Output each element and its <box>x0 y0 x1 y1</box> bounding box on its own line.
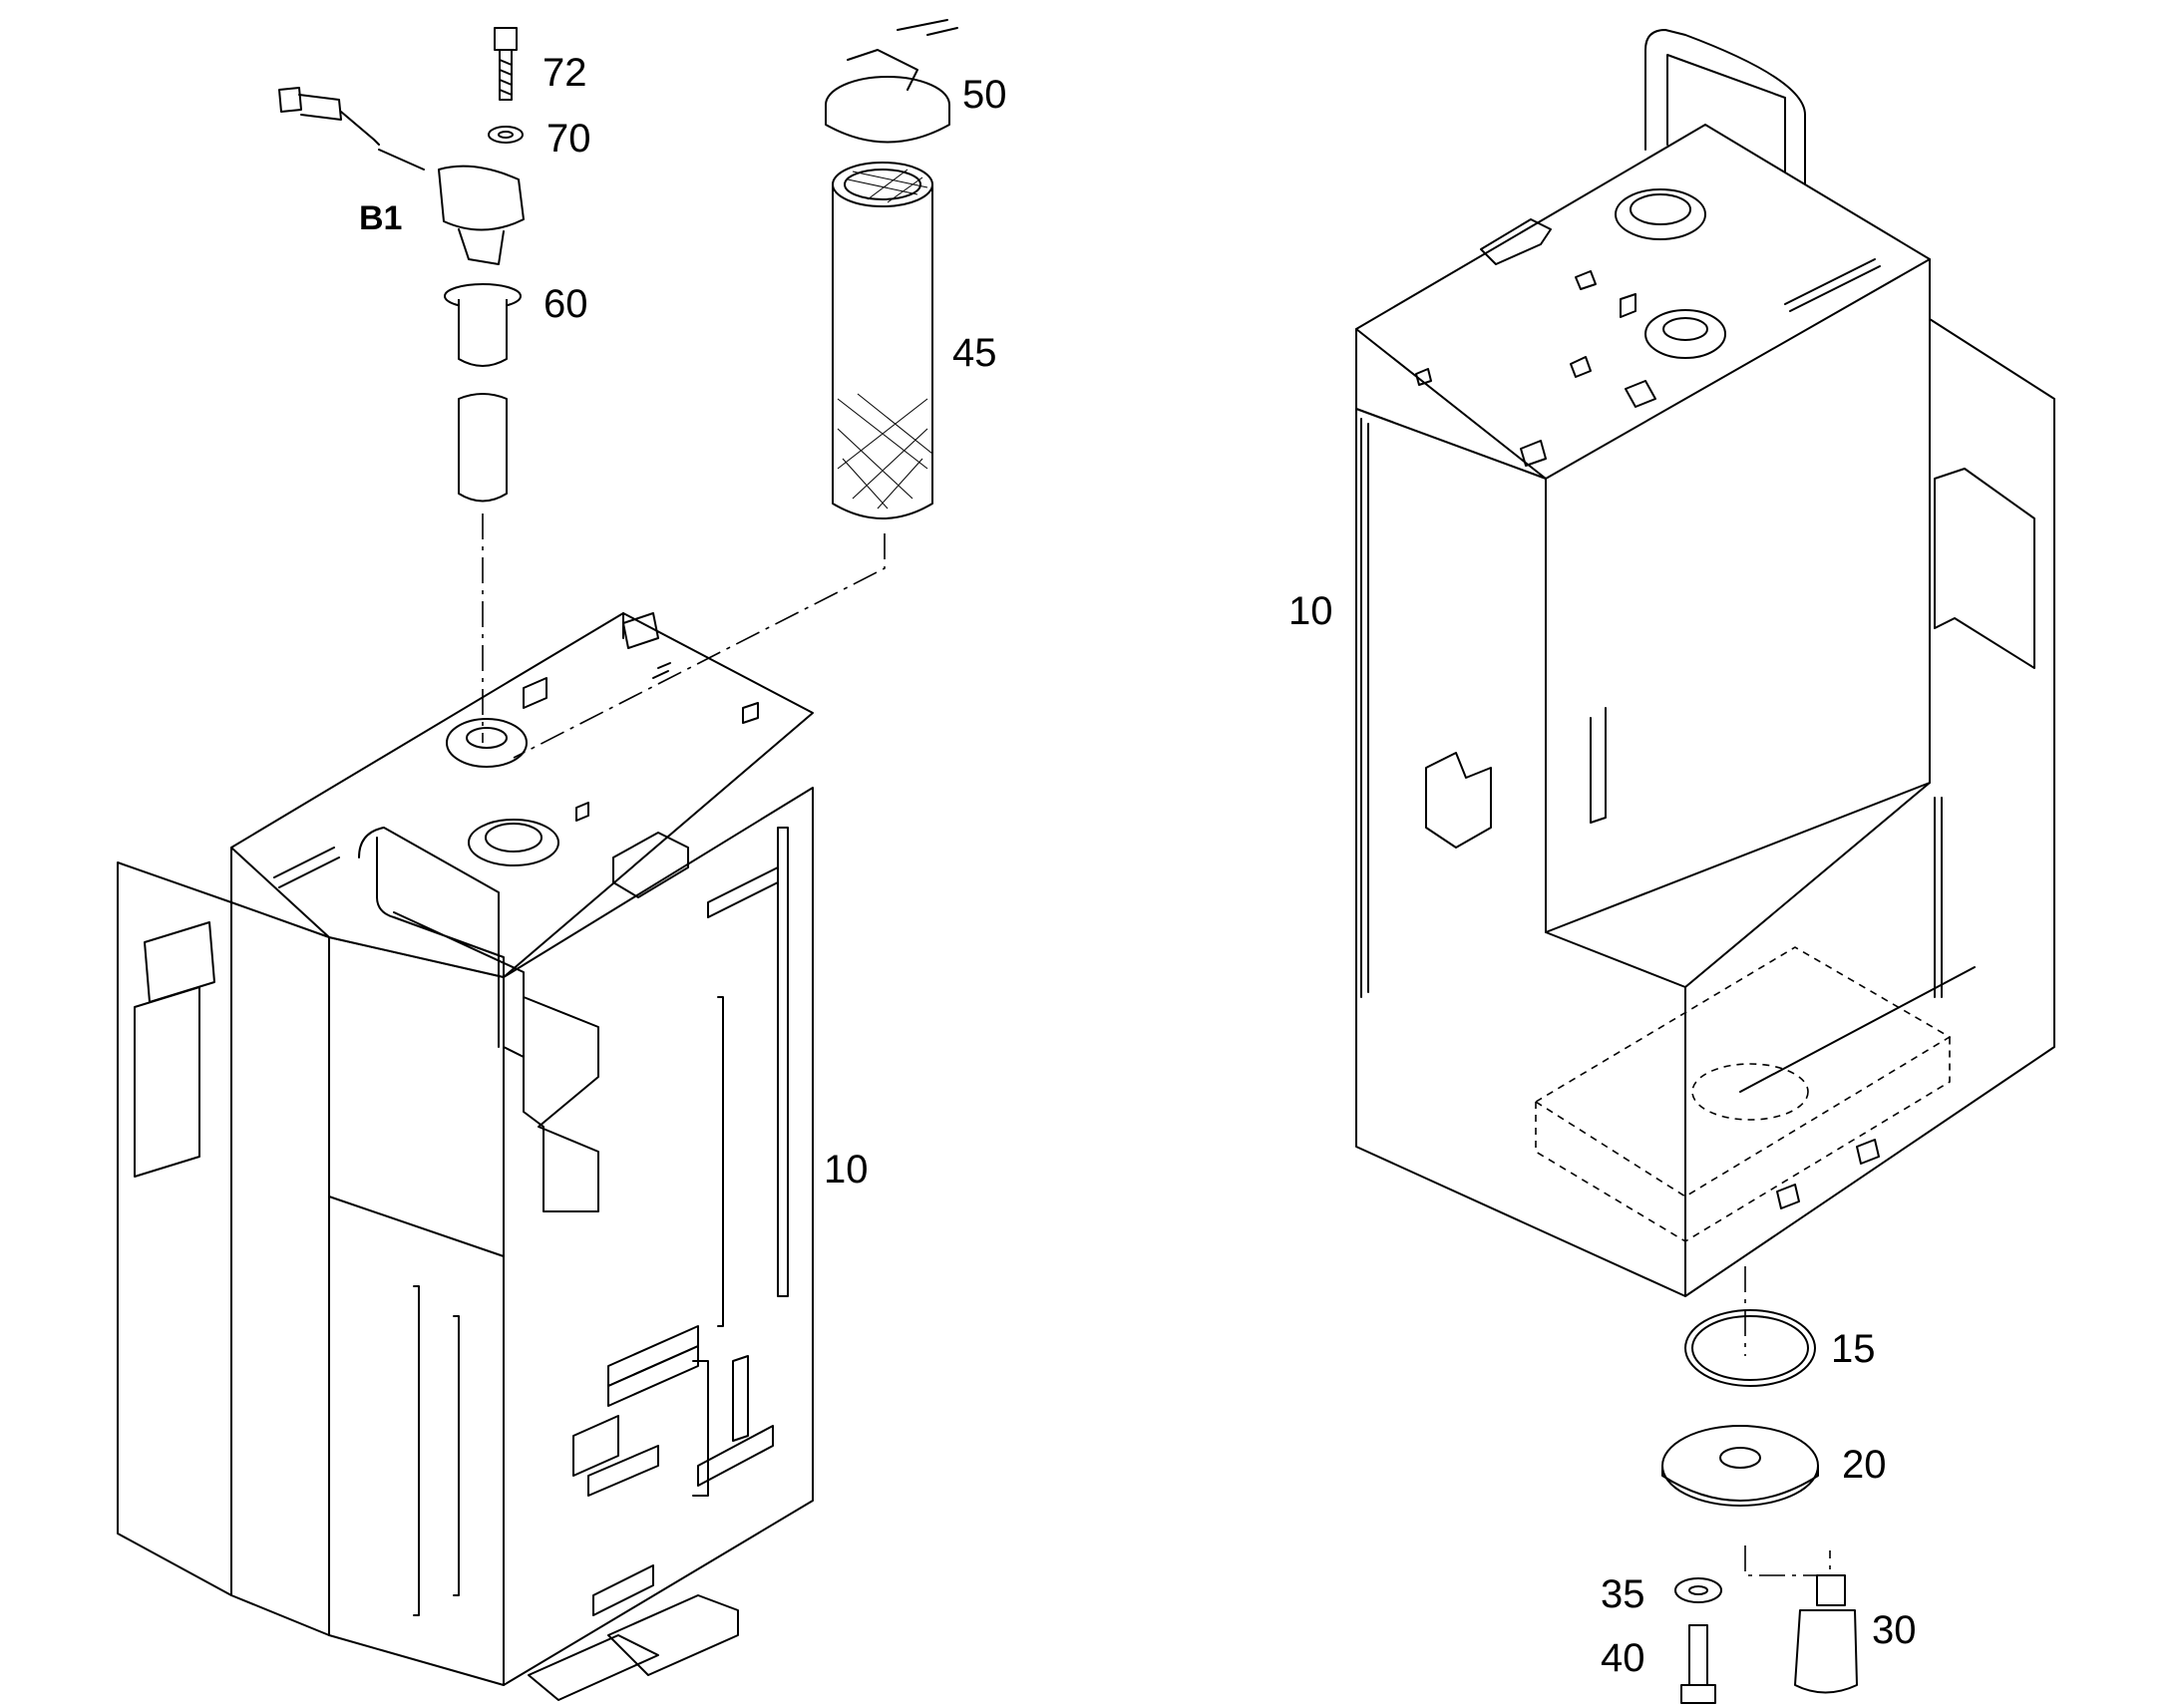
callout-70: 70 <box>546 117 591 161</box>
callout-72: 72 <box>543 51 587 95</box>
o-ring <box>1684 1309 1816 1387</box>
screw-72 <box>494 27 518 101</box>
callout-45: 45 <box>952 331 997 375</box>
callout-35: 35 <box>1601 1572 1645 1616</box>
filler-strainer <box>832 162 933 519</box>
callout-15: 15 <box>1831 1327 1876 1371</box>
callout-10-left: 10 <box>824 1148 869 1192</box>
callout-40: 40 <box>1601 1636 1645 1680</box>
tank-left-view <box>117 513 886 1701</box>
washer-35 <box>1674 1577 1722 1603</box>
tank-right-view <box>1355 29 2055 1576</box>
washer-70 <box>488 126 524 144</box>
callout-10-right: 10 <box>1288 589 1333 633</box>
bolt-40 <box>1680 1624 1716 1704</box>
drain-plug <box>1794 1574 1858 1694</box>
callout-b1: B1 <box>359 199 402 237</box>
callout-50: 50 <box>962 73 1007 117</box>
callout-60: 60 <box>544 282 588 326</box>
fuel-level-sender <box>278 87 525 503</box>
callout-30: 30 <box>1872 1608 1917 1652</box>
cover-plate <box>1661 1425 1819 1507</box>
filler-cap <box>825 19 958 144</box>
callout-20: 20 <box>1842 1443 1887 1487</box>
